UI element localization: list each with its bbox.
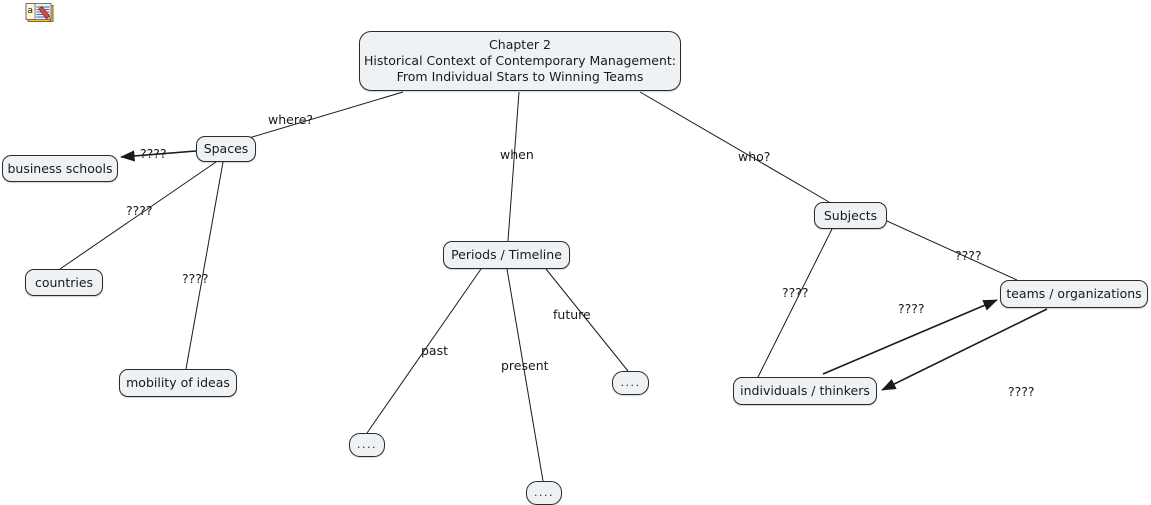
edge-label-e-root-spaces[interactable]: where?: [268, 112, 314, 127]
edge-e-subjects-teams[interactable]: [886, 220, 1018, 281]
node-root[interactable]: Chapter 2 Historical Context of Contempo…: [359, 31, 681, 91]
node-label-dots_future: ....: [620, 375, 641, 389]
node-subjects[interactable]: Subjects: [814, 202, 887, 229]
node-label-mobility: mobility of ideas: [126, 375, 230, 390]
edge-label-e-spaces-mobility[interactable]: ????: [182, 271, 209, 286]
edge-label-e-indiv-teams[interactable]: ????: [898, 301, 925, 316]
node-label-dots_past: ....: [357, 437, 377, 451]
node-label-bschools: business schools: [7, 160, 113, 176]
node-label-root: Chapter 2 Historical Context of Contempo…: [364, 37, 676, 84]
edge-e-indiv-teams[interactable]: [822, 299, 998, 375]
node-label-spaces: Spaces: [203, 141, 249, 156]
node-label-individuals: individuals / thinkers: [740, 383, 870, 398]
edge-label-e-root-subjects[interactable]: who?: [738, 149, 771, 164]
edge-label-e-periods-past[interactable]: past: [421, 343, 449, 358]
edge-label-e-subjects-teams[interactable]: ????: [955, 248, 982, 263]
node-countries[interactable]: countries: [25, 269, 103, 296]
edge-e-teams-indiv[interactable]: [881, 308, 1048, 391]
edge-e-spaces-bschools[interactable]: [120, 150, 197, 162]
edge-e-periods-future[interactable]: [545, 268, 629, 372]
edge-e-spaces-countries[interactable]: [59, 161, 217, 270]
edge-e-spaces-mobility[interactable]: [185, 161, 224, 370]
edge-label-e-root-periods[interactable]: when: [500, 147, 534, 162]
edge-label-e-teams-indiv[interactable]: ????: [1008, 384, 1035, 399]
node-dots_past[interactable]: ....: [349, 433, 385, 457]
node-dots_future[interactable]: ....: [612, 371, 649, 395]
edge-label-e-spaces-countries[interactable]: ????: [126, 203, 153, 218]
node-label-subjects: Subjects: [823, 207, 878, 223]
node-spaces[interactable]: Spaces: [196, 136, 256, 162]
node-dots_present[interactable]: ....: [526, 481, 562, 505]
note-icon-svg: a: [25, 3, 54, 22]
edge-e-periods-present[interactable]: [506, 268, 544, 482]
node-periods[interactable]: Periods / Timeline: [443, 241, 570, 269]
note-icon-letter: a: [28, 6, 34, 16]
node-label-dots_present: ....: [534, 485, 554, 499]
node-label-teams: teams / organizations: [1006, 286, 1142, 301]
node-label-countries: countries: [34, 274, 94, 290]
edge-label-e-periods-present[interactable]: present: [501, 358, 549, 373]
edge-e-subjects-indiv[interactable]: [757, 228, 833, 378]
edge-label-e-spaces-bschools[interactable]: ????: [140, 146, 167, 161]
edge-e-root-periods[interactable]: [507, 91, 520, 242]
node-bschools[interactable]: business schools: [2, 155, 118, 182]
edge-label-e-subjects-indiv[interactable]: ????: [782, 285, 809, 300]
edge-e-root-spaces[interactable]: [248, 91, 404, 139]
edge-e-root-subjects[interactable]: [639, 91, 830, 203]
edge-e-periods-past[interactable]: [366, 268, 482, 434]
annotation-note-icon[interactable]: a: [25, 2, 55, 24]
edge-label-e-periods-future[interactable]: future: [553, 307, 591, 322]
node-mobility[interactable]: mobility of ideas: [119, 369, 237, 397]
node-teams[interactable]: teams / organizations: [1000, 280, 1148, 308]
node-label-periods: Periods / Timeline: [451, 247, 562, 262]
node-individuals[interactable]: individuals / thinkers: [733, 377, 877, 405]
